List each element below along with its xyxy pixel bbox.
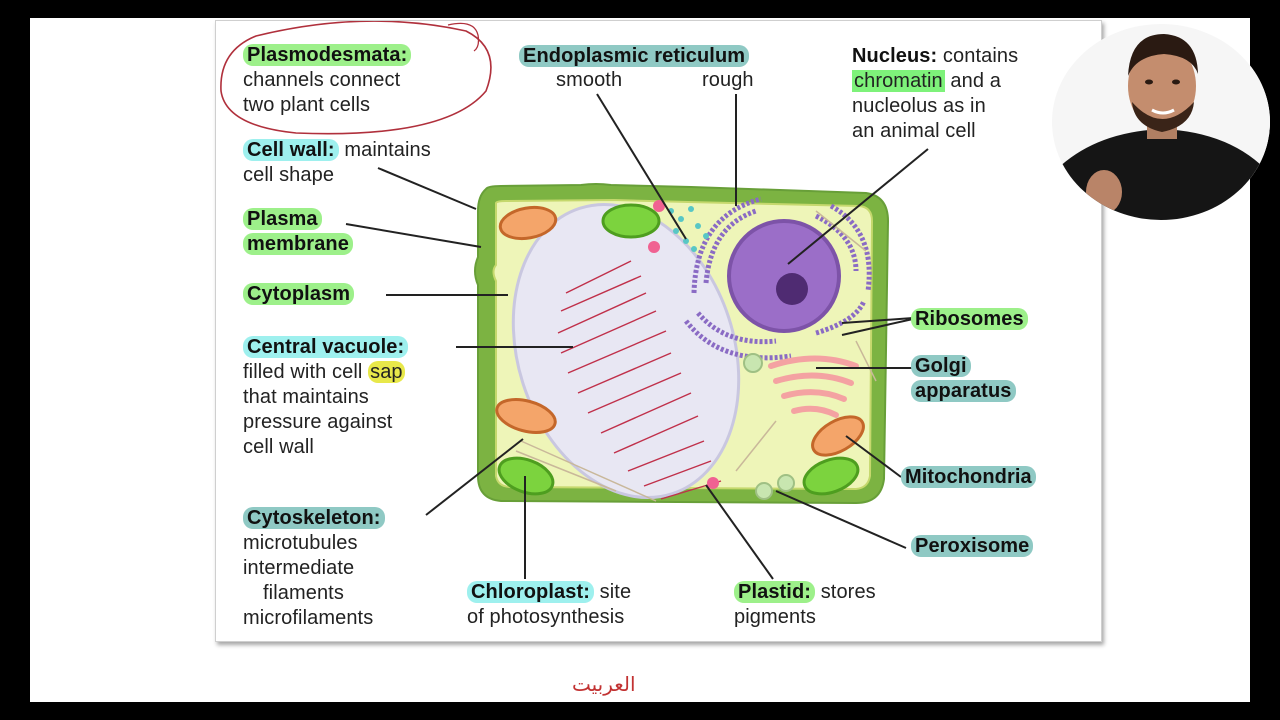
annotation-tick: [447, 22, 480, 52]
label-central-vacuole: Central vacuole: filled with cell sap th…: [243, 335, 409, 460]
cytoskeleton-desc-4: microfilaments: [243, 607, 374, 629]
label-golgi: Golgi apparatus: [911, 354, 1016, 404]
plastid-term: Plastid:: [734, 581, 816, 603]
er-term: Endoplasmic reticulum: [519, 45, 750, 67]
ribosomes-term: Ribosomes: [911, 308, 1028, 330]
label-cytoskeleton: Cytoskeleton: microtubules intermediate …: [243, 506, 385, 631]
label-nucleus: Nucleus: contains chromatin and a nucleo…: [852, 44, 1018, 144]
chloroplast-term: Chloroplast:: [467, 581, 594, 603]
golgi-term-2: apparatus: [911, 380, 1016, 402]
cytoskeleton-desc-3: filaments: [263, 582, 344, 604]
cytoskeleton-term: Cytoskeleton:: [243, 507, 385, 529]
plasmodesmata-desc-2: two plant cells: [243, 94, 371, 116]
webcam-overlay: [1052, 24, 1270, 220]
plastid-desc-1: stores: [815, 581, 876, 603]
nucleus-desc-4: an animal cell: [852, 120, 976, 142]
central-vacuole-shape: [511, 202, 741, 500]
cell-wall-desc-1: maintains: [338, 139, 431, 161]
cytoskeleton-desc-2: intermediate: [243, 557, 355, 579]
central-vacuole-desc-2: that maintains: [243, 386, 369, 408]
plant-cell-diagram: [220, 21, 929, 580]
er-smooth-label: smooth: [556, 69, 623, 91]
plastid-desc-2: pigments: [734, 606, 816, 628]
label-chloroplast: Chloroplast: site of photosynthesis: [467, 580, 631, 630]
slide: Plasmodesmata: channels connect two plan…: [215, 20, 1102, 642]
label-plasma-membrane: Plasma membrane: [243, 207, 353, 257]
nucleus-term: Nucleus:: [852, 45, 938, 67]
mitochondria-shapes: [495, 205, 865, 457]
cytoskeleton-strands: [515, 210, 877, 502]
label-endoplasmic-reticulum: Endoplasmic reticulum: [519, 44, 750, 69]
nucleus-chromatin: chromatin: [852, 70, 945, 92]
presenter-figure: [1052, 24, 1270, 220]
central-vacuole-sap: sap: [368, 361, 405, 383]
label-cell-wall: Cell wall: maintains cell shape: [243, 138, 431, 188]
handwritten-annotation: العربيت: [572, 672, 636, 696]
central-vacuole-term: Central vacuole:: [243, 336, 409, 358]
peroxisome-shapes: [743, 353, 795, 500]
plasma-membrane-term-2: membrane: [243, 233, 353, 255]
golgi-term-1: Golgi: [911, 355, 971, 377]
nucleus-desc-2: and a: [944, 70, 1001, 92]
chloroplast-desc-2: of photosynthesis: [467, 606, 625, 628]
cell-wall-term: Cell wall:: [243, 139, 339, 161]
cell-wall-desc-2: cell shape: [243, 164, 335, 186]
leader-lines: [345, 93, 929, 580]
er-rough-label: rough: [702, 69, 754, 91]
cytoskeleton-desc-1: microtubules: [243, 532, 358, 554]
plasma-membrane-term-1: Plasma: [243, 208, 322, 230]
label-plastid: Plastid: stores pigments: [734, 580, 876, 630]
label-peroxisome: Peroxisome: [911, 534, 1034, 559]
cytoplasm-term: Cytoplasm: [243, 283, 355, 305]
plastid-shapes: [648, 200, 719, 489]
peroxisome-term: Peroxisome: [911, 535, 1034, 557]
nucleus-desc-3: nucleolus as in: [852, 95, 986, 117]
nucleus-desc-1: contains: [937, 45, 1019, 67]
label-plasmodesmata: Plasmodesmata: channels connect two plan…: [243, 43, 412, 118]
golgi-shape: [768, 355, 859, 418]
label-cytoplasm: Cytoplasm: [243, 282, 355, 307]
plasmodesmata-term: Plasmodesmata:: [243, 44, 412, 66]
annotation-circle: [220, 21, 492, 135]
central-vacuole-desc-1: filled with cell: [243, 361, 369, 383]
rough-er-shape: [684, 196, 872, 361]
mitochondria-term: Mitochondria: [901, 466, 1036, 488]
chloroplast-desc-1: site: [593, 581, 632, 603]
nucleolus-shape: [776, 273, 808, 305]
label-mitochondria: Mitochondria: [901, 465, 1036, 490]
screen-area: Plasmodesmata: channels connect two plan…: [30, 18, 1250, 702]
vacuole-annotation-strokes: [557, 260, 722, 500]
label-ribosomes: Ribosomes: [911, 307, 1028, 332]
central-vacuole-desc-3: pressure against: [243, 411, 393, 433]
central-vacuole-desc-4: cell wall: [243, 436, 314, 458]
plasmodesmata-desc-1: channels connect: [243, 69, 401, 91]
